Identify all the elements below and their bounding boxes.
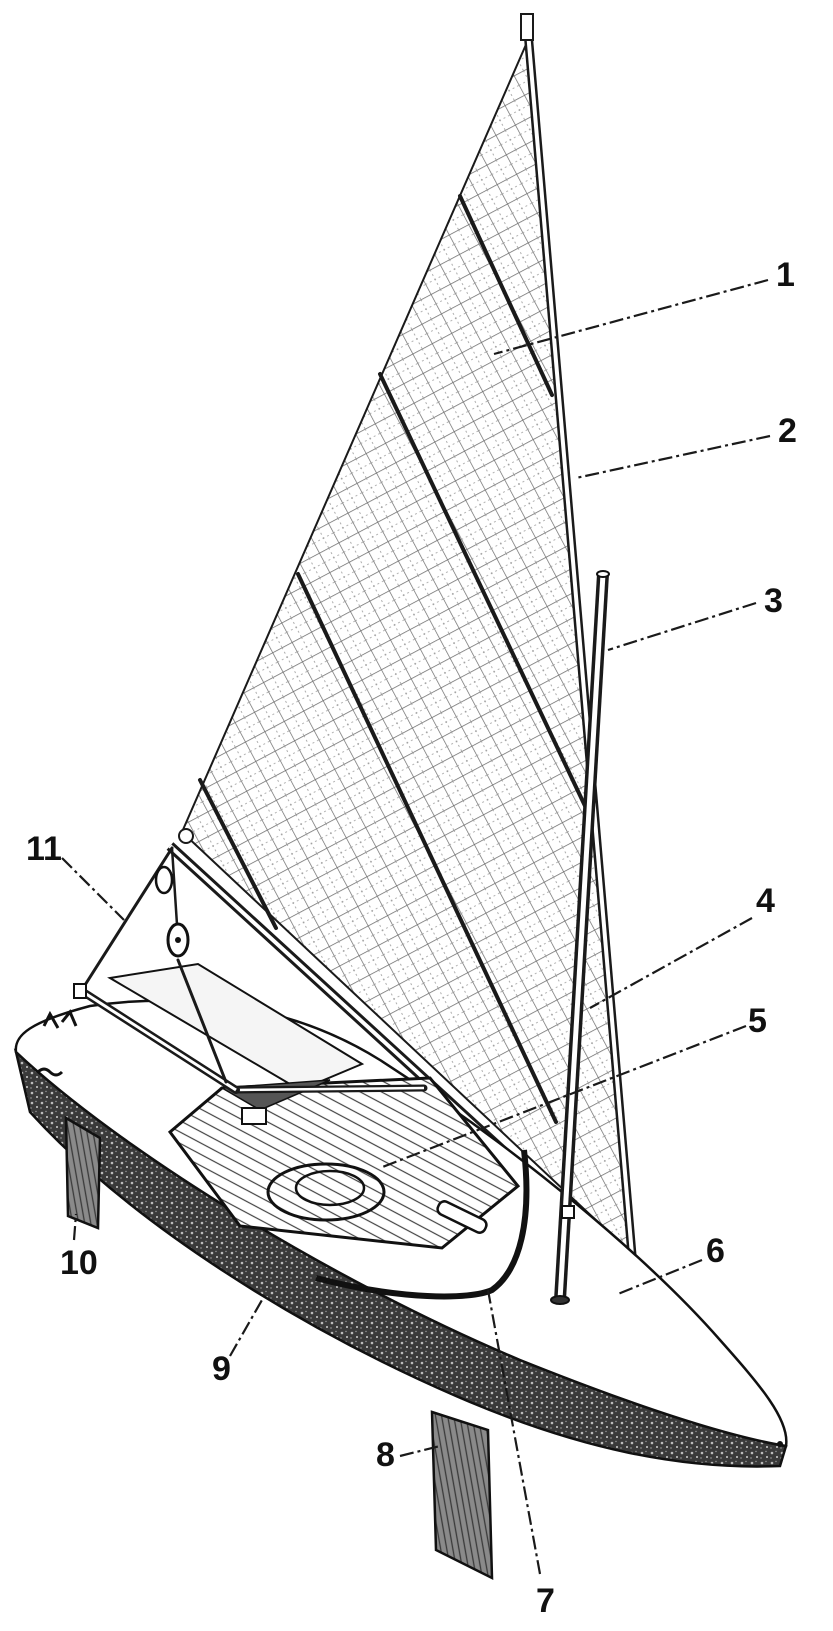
callout-9: 9 <box>212 1350 231 1388</box>
pole <box>550 570 610 1305</box>
leader-9 <box>229 1299 263 1357</box>
callout-4: 4 <box>756 882 775 920</box>
sail-batten <box>198 778 278 930</box>
callout-labels: 1 2 3 4 5 6 7 8 9 10 11 <box>26 256 797 1620</box>
block-upper <box>154 865 174 895</box>
rudder <box>64 1115 102 1230</box>
stern-mark <box>36 1067 64 1077</box>
callout-1: 1 <box>776 256 795 294</box>
leader-7 <box>486 1289 542 1575</box>
mast <box>520 13 637 1256</box>
leader-5 <box>379 1024 747 1170</box>
callout-8: 8 <box>376 1436 395 1474</box>
leader-6 <box>617 1258 703 1296</box>
callout-10: 10 <box>60 1244 98 1282</box>
centreboard <box>430 1410 494 1581</box>
sail <box>178 39 634 1257</box>
foredeck-plate <box>107 962 365 1092</box>
sail-batten <box>378 372 588 810</box>
leader-11 <box>61 857 125 921</box>
callout-6: 6 <box>706 1232 725 1270</box>
sail-batten <box>296 572 558 1124</box>
leader-4 <box>589 917 753 1009</box>
leader-10 <box>72 1213 78 1241</box>
sheet-lower <box>176 958 228 1084</box>
deck-rail <box>315 1149 530 1300</box>
rigging <box>73 846 240 1094</box>
cleat <box>436 1200 488 1234</box>
coiled-rope-inner <box>294 1169 366 1207</box>
leader-3 <box>607 601 757 652</box>
leader-1 <box>493 278 769 356</box>
stern-fittings <box>42 1009 78 1029</box>
callout-5: 5 <box>748 1002 767 1040</box>
hull <box>13 962 788 1468</box>
leader-lines <box>61 278 771 1575</box>
callout-3: 3 <box>764 582 783 620</box>
leader-2 <box>575 434 771 480</box>
sail-grommet <box>178 828 194 844</box>
coiled-rope <box>266 1162 386 1222</box>
sail-batten <box>458 194 554 397</box>
leader-8 <box>399 1444 441 1458</box>
callout-11: 11 <box>26 830 62 868</box>
callout-7: 7 <box>536 1582 555 1620</box>
cockpit-block <box>241 1107 267 1125</box>
callout-2: 2 <box>778 412 797 450</box>
